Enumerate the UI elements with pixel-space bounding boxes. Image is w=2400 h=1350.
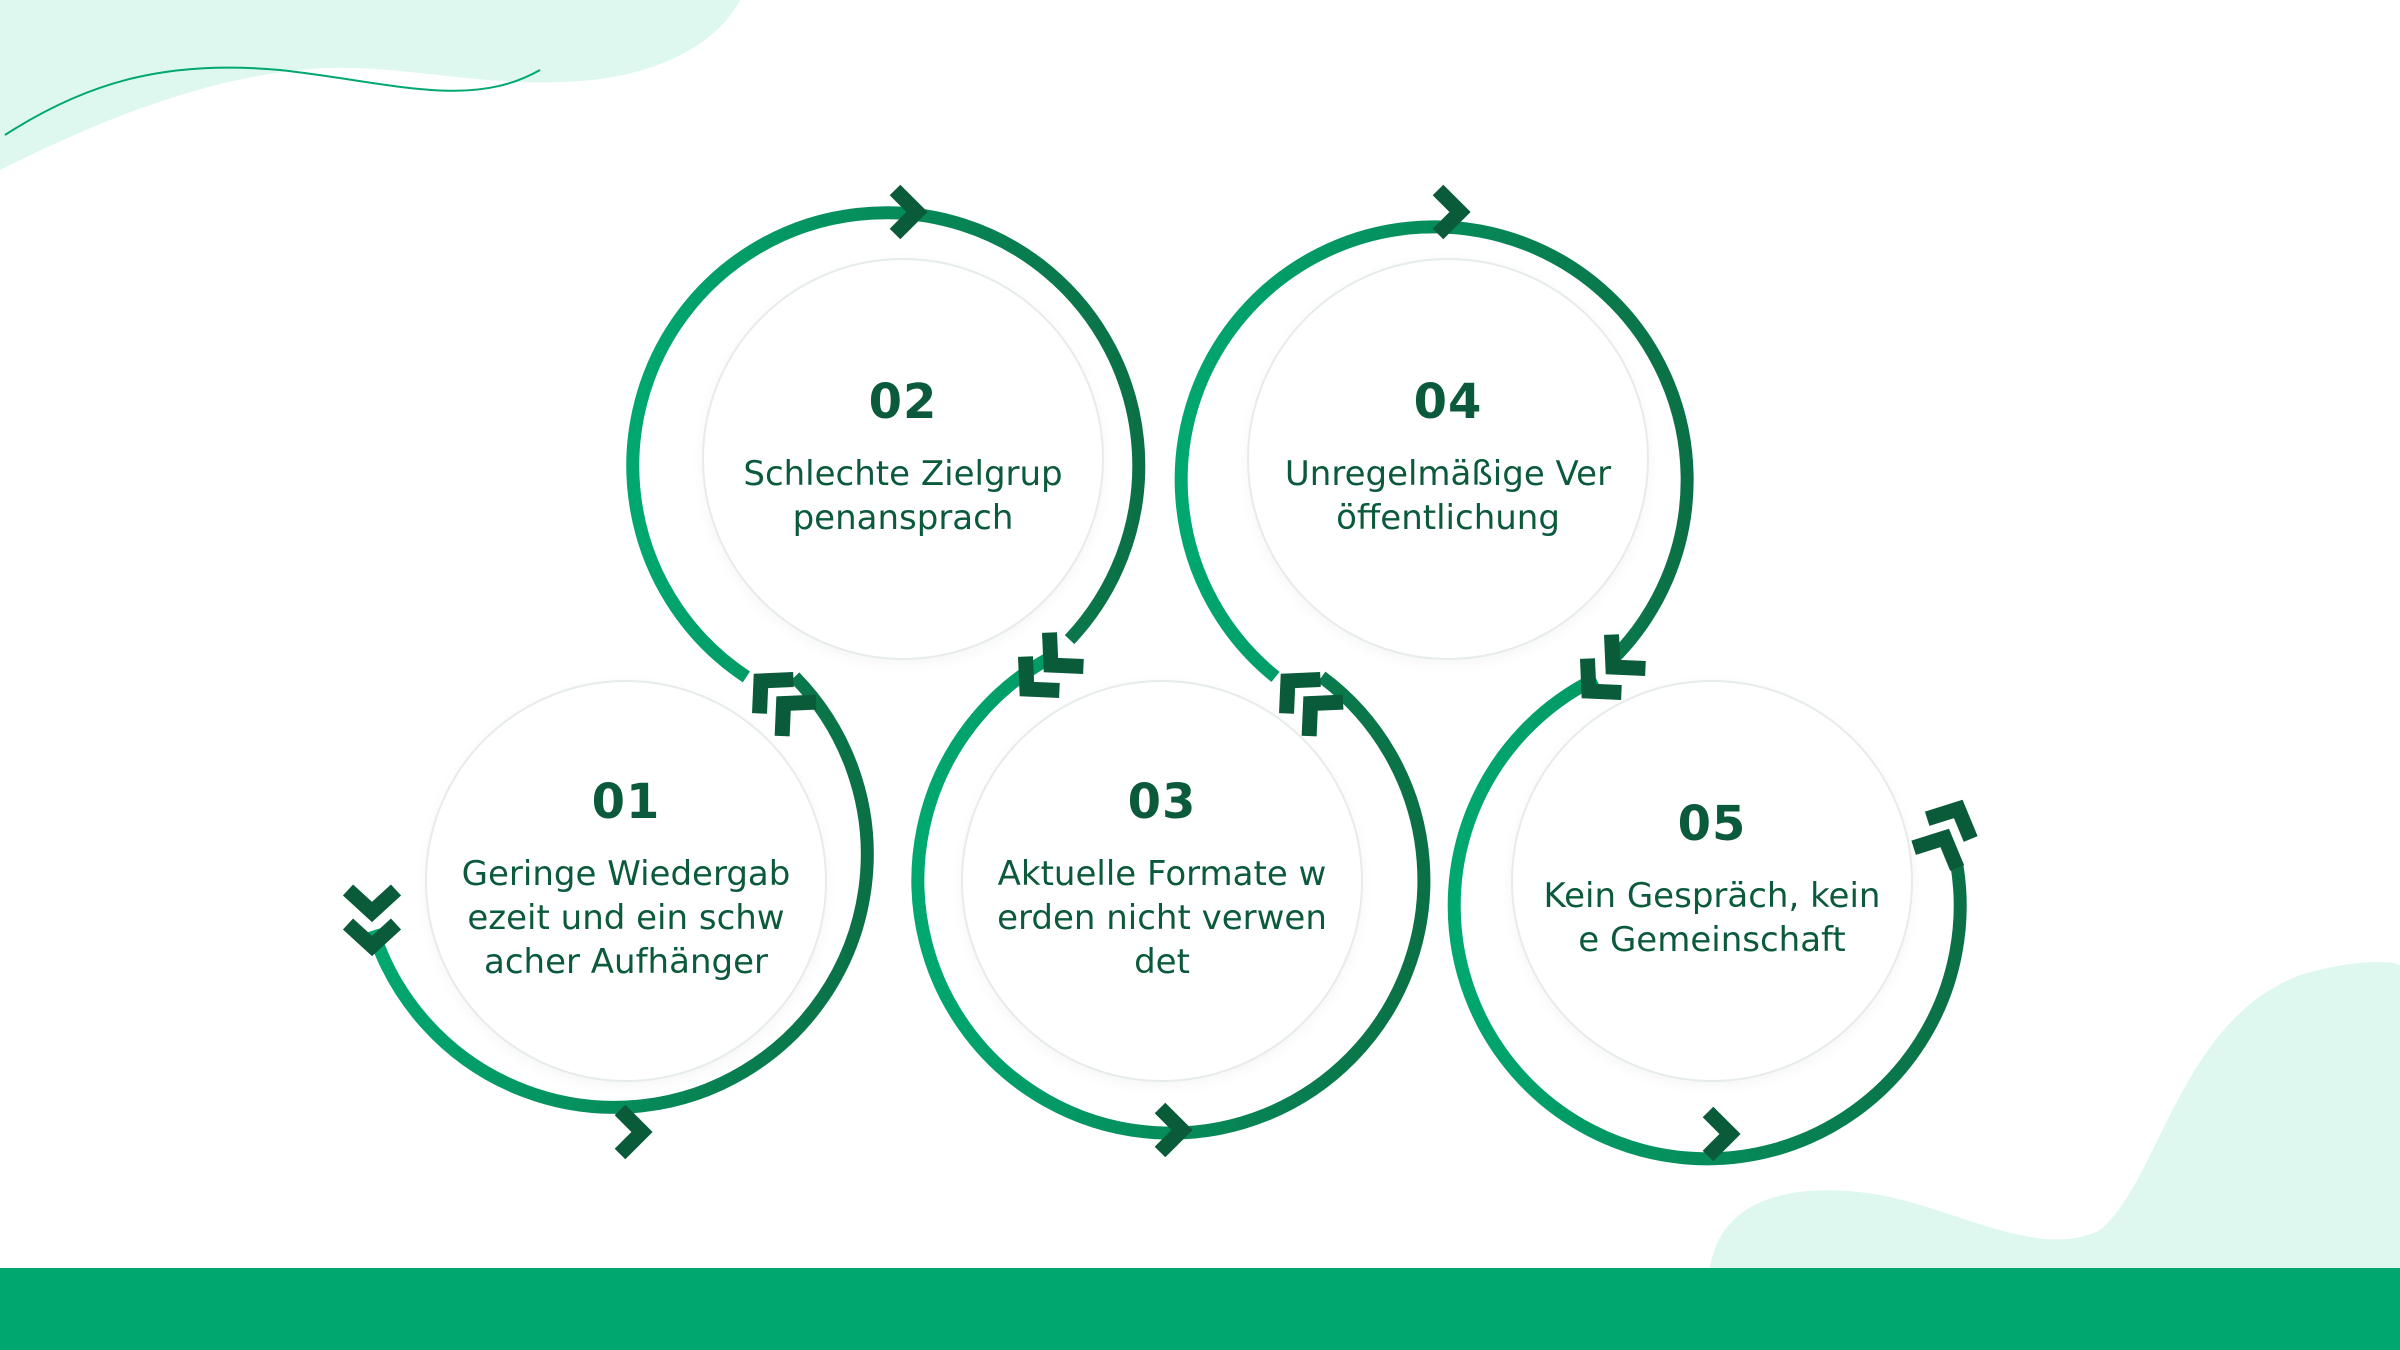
step-05-number: 05 — [1677, 796, 1747, 852]
step-01-number: 01 — [591, 774, 661, 830]
chevron-right-icon — [1432, 184, 1471, 240]
ring-04 — [1174, 220, 1694, 682]
step-03-text: Aktuelle Formate werden nicht verwendet — [997, 854, 1327, 982]
step-05-circle: 05 Kein Gespräch, keine Gemeinschaft — [1511, 680, 1913, 1082]
chevron-right-icon — [1702, 1106, 1741, 1162]
double-chevron-down-left-icon — [1579, 634, 1646, 701]
top-left-wave-line — [4, 66, 541, 136]
chevron-right-icon — [614, 1104, 653, 1160]
step-03-circle: 03 Aktuelle Formate werden nicht verwend… — [961, 680, 1363, 1082]
step-01-circle: 01 Geringe Wiedergabezeit und ein schwac… — [425, 680, 827, 1082]
footer-bar — [0, 1268, 2400, 1350]
double-chevron-down-left-icon — [1017, 632, 1084, 699]
step-01-text: Geringe Wiedergabezeit und ein schwacher… — [461, 854, 791, 982]
chevron-right-icon — [1154, 1102, 1193, 1158]
step-02-text: Schlechte Zielgruppenansprach — [743, 454, 1063, 538]
step-04-text: Unregelmäßige Veröffentlichung — [1284, 454, 1612, 538]
chevron-right-icon — [889, 184, 928, 240]
ring-02 — [626, 206, 1146, 683]
ring-01 — [366, 672, 874, 1114]
step-04-number: 04 — [1413, 374, 1483, 430]
step-05-text: Kein Gespräch, keine Gemeinschaft — [1543, 876, 1881, 960]
top-left-blob — [0, 0, 740, 170]
ring-05 — [1447, 672, 1967, 1166]
double-chevron-up-left-icon — [1279, 672, 1344, 737]
step-02-number: 02 — [868, 374, 938, 430]
step-03-number: 03 — [1127, 774, 1197, 830]
ring-03 — [911, 653, 1431, 1140]
double-chevron-down-icon — [342, 884, 402, 957]
bottom-right-blob — [1710, 962, 2400, 1268]
double-chevron-up-left-icon — [752, 672, 817, 737]
step-02-circle: 02 Schlechte Zielgruppenansprach — [702, 258, 1104, 660]
step-04-circle: 04 Unregelmäßige Veröffentlichung — [1247, 258, 1649, 660]
chevron-markers — [342, 184, 1978, 1162]
double-chevron-up-right-icon — [1911, 799, 1978, 871]
